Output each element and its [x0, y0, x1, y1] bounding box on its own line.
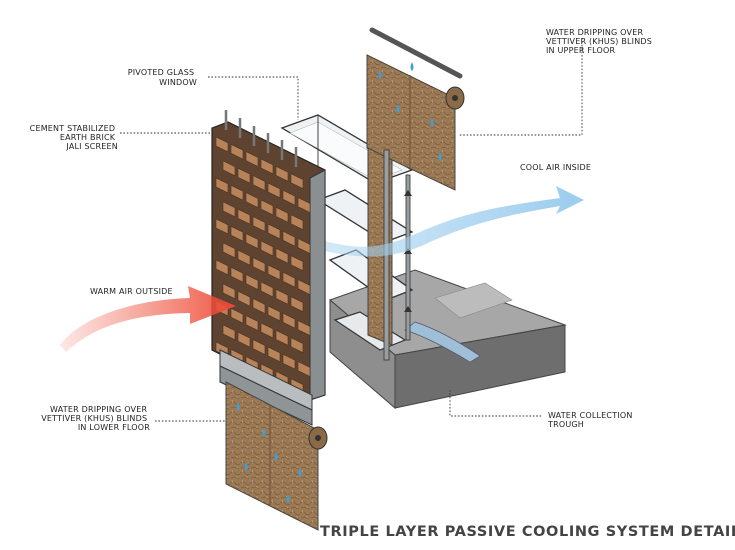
brick	[245, 315, 259, 332]
brick	[245, 274, 259, 291]
brick	[275, 247, 289, 264]
cool-air-arrow	[320, 186, 584, 257]
brick	[215, 259, 229, 276]
lower-vettiver-blind	[225, 381, 328, 531]
water-trough	[404, 321, 481, 363]
brick	[297, 361, 311, 378]
leader-pivoted-glass	[208, 76, 299, 120]
brick	[237, 290, 251, 307]
brick	[245, 233, 259, 250]
brick	[237, 331, 251, 348]
brick	[230, 307, 244, 324]
brick	[290, 173, 304, 190]
brick	[252, 339, 266, 355]
brick	[267, 182, 281, 199]
brick	[267, 346, 281, 363]
brick	[237, 249, 251, 266]
brick	[297, 279, 311, 296]
brick	[282, 312, 296, 329]
brick	[222, 242, 236, 259]
brick	[275, 329, 289, 346]
label-lower-blinds: WATER DRIPPING OVER VETTIVER (KHUS) BLIN…	[41, 405, 150, 432]
label-trough: WATER COLLECTION TROUGH	[547, 411, 635, 429]
label-pivoted-glass: PIVOTED GLASS WINDOW	[128, 68, 197, 87]
brick	[290, 255, 304, 272]
brick	[230, 184, 244, 201]
brick	[260, 240, 274, 257]
brick	[252, 175, 266, 191]
label-cool-air: COOL AIR INSIDE	[520, 163, 591, 172]
brick	[237, 167, 251, 184]
brick	[252, 216, 266, 232]
brick	[252, 298, 266, 314]
brick	[215, 218, 229, 235]
brick	[222, 160, 236, 177]
brick	[275, 206, 289, 223]
brick	[275, 165, 289, 182]
brick	[222, 201, 236, 218]
brick	[245, 192, 259, 209]
brick	[222, 283, 236, 300]
brick	[297, 238, 311, 255]
brick	[260, 158, 274, 175]
brick	[237, 208, 251, 225]
brick	[282, 271, 296, 288]
brick	[290, 337, 304, 354]
brick	[260, 322, 274, 339]
brick	[267, 264, 281, 281]
brick	[252, 257, 266, 273]
brick	[282, 353, 296, 370]
brick	[275, 288, 289, 305]
brick-jali-screen	[211, 110, 326, 426]
brick	[215, 136, 229, 153]
upper-rod	[369, 27, 463, 79]
brick	[290, 214, 304, 231]
brick	[245, 151, 259, 168]
label-upper-blinds: WATER DRIPPING OVER VETTIVER (KHUS) BLIN…	[546, 28, 655, 55]
brick	[297, 320, 311, 337]
warm-air-arrow	[60, 286, 236, 352]
brick	[267, 223, 281, 240]
brick	[282, 230, 296, 247]
water-drops-upper	[378, 62, 442, 161]
brick	[282, 189, 296, 206]
label-cement-screen: CEMENT STABILIZED EARTH BRICK JALI SCREE…	[30, 124, 118, 151]
brick	[260, 281, 274, 298]
brick	[215, 177, 229, 194]
brick	[260, 199, 274, 216]
label-warm-air: WARM AIR OUTSIDE	[90, 287, 173, 296]
brick	[230, 143, 244, 160]
water-drops-lower	[236, 402, 302, 503]
brick	[222, 324, 236, 341]
brick	[267, 305, 281, 322]
brick	[297, 197, 311, 214]
diagram-title: TRIPLE LAYER PASSIVE COOLING SYSTEM DETA…	[320, 524, 735, 540]
brick	[230, 225, 244, 242]
brick	[290, 296, 304, 313]
rebar-rods	[224, 110, 298, 167]
brick	[230, 266, 244, 283]
